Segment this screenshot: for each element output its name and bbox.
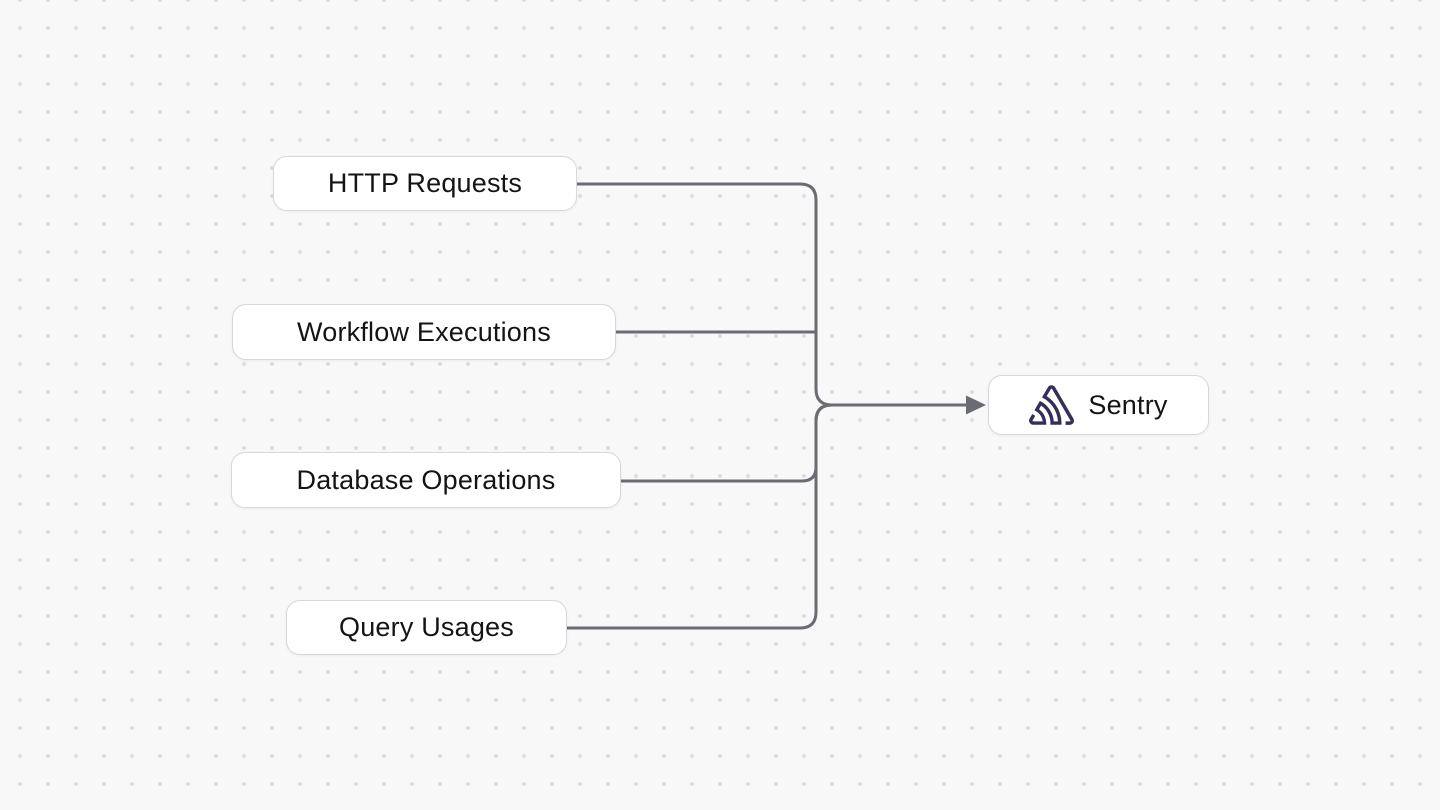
- node-label: Database Operations: [296, 464, 556, 495]
- edge-http-requests-to-sentry[interactable]: [577, 182, 968, 407]
- node-database-operations[interactable]: Database Operations: [231, 452, 621, 508]
- node-workflow-executions[interactable]: Workflow Executions: [232, 304, 616, 360]
- edge-arrowhead: [966, 395, 986, 415]
- node-query-usages[interactable]: Query Usages: [286, 600, 567, 655]
- node-label: HTTP Requests: [327, 168, 523, 198]
- edge-database-operations-to-sentry[interactable]: [621, 403, 833, 483]
- node-sentry[interactable]: Sentry: [988, 375, 1209, 435]
- node-http-requests[interactable]: HTTP Requests: [273, 156, 577, 211]
- edge-query-usages-to-sentry[interactable]: [567, 403, 833, 630]
- sentry-logo-icon: [1029, 385, 1075, 425]
- node-label: Query Usages: [339, 612, 514, 642]
- node-label: Sentry: [1088, 389, 1168, 420]
- node-label: Workflow Executions: [297, 316, 551, 347]
